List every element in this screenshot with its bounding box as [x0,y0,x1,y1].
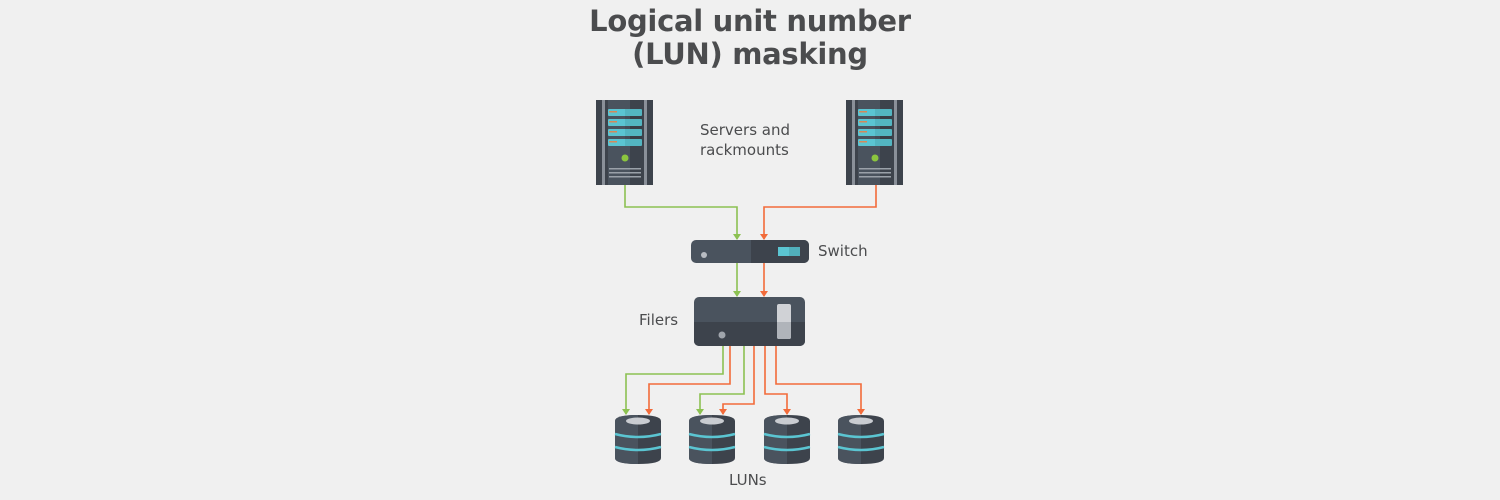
arrowhead-orange [857,409,865,415]
arrowhead-green [622,409,630,415]
lun-database-icon-4 [837,415,885,464]
lun-database-icon-2 [688,415,736,464]
filer-storage-icon [694,297,805,346]
edge-filer-to-lun-4-orange [775,346,862,414]
connectors [622,185,877,415]
diagram-title-line-2: (LUN) masking [632,37,868,71]
arrowhead-orange [760,291,768,297]
edge-filer-to-lun-1-orange [648,346,731,414]
switch-label: Switch [818,242,868,260]
edge-server-left-to-switch [624,185,738,239]
lun-database-icon-3 [763,415,811,464]
arrowhead-green [696,409,704,415]
arrowhead-orange [719,409,727,415]
arrowhead-orange [760,234,768,240]
arrowhead-green [733,291,741,297]
servers-label-line-1: Servers and [700,121,790,139]
diagram-title-line-1: Logical unit number [589,4,911,38]
edge-filer-to-lun-3-orange [764,346,788,414]
edge-filer-to-lun-1-green [625,346,724,414]
server-rack-right-icon [846,100,903,185]
arrowhead-orange [645,409,653,415]
filers-label: Filers [639,311,679,329]
servers-label-line-2: rackmounts [700,141,789,159]
edge-filer-to-lun-2-green [699,346,745,414]
lun-database-icon-1 [614,415,662,464]
luns-label: LUNs [729,471,767,489]
arrowhead-orange [783,409,791,415]
edge-server-right-to-switch [763,185,877,239]
network-switch-icon [691,240,809,263]
arrowhead-green [733,234,741,240]
server-rack-left-icon [596,100,653,185]
edge-filer-to-lun-2-orange [722,346,755,414]
